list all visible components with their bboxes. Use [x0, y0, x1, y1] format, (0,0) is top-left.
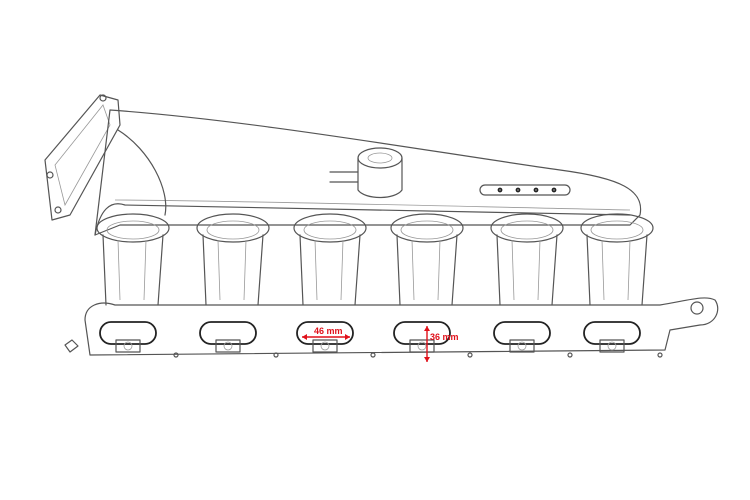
port — [493, 321, 573, 358]
runners — [96, 213, 654, 306]
port — [393, 321, 473, 358]
runner — [490, 213, 564, 306]
port — [583, 321, 663, 358]
width-label: 46 mm — [314, 326, 343, 336]
dimension-height: 36 mm — [424, 326, 459, 362]
throttle-flange — [44, 94, 121, 221]
port — [99, 321, 179, 358]
plenum — [94, 109, 642, 236]
port — [199, 321, 279, 358]
port — [296, 321, 376, 358]
dimension-width: 46 mm — [302, 326, 350, 340]
runner — [196, 213, 270, 306]
runner — [293, 213, 367, 306]
runner — [96, 213, 170, 306]
height-label: 36 mm — [430, 332, 459, 342]
vacuum-fitting — [329, 147, 403, 199]
runner — [390, 213, 464, 306]
head-flange — [64, 297, 719, 356]
intake-ports — [99, 321, 663, 358]
runner — [580, 213, 654, 306]
bolt-row — [497, 187, 557, 193]
